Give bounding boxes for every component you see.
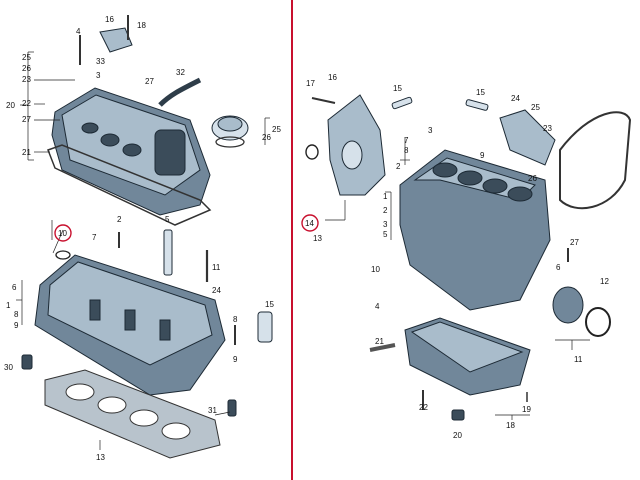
callout-r3b: 3 xyxy=(383,220,388,229)
panel-divider xyxy=(291,0,293,480)
callout-26: 26 xyxy=(22,64,31,73)
drain-plug-20 xyxy=(451,409,465,421)
leader-lines-left xyxy=(16,51,270,450)
callout-r14: 14 xyxy=(305,219,314,228)
callout-18: 18 xyxy=(137,21,146,30)
callout-2: 2 xyxy=(117,215,122,224)
callout-15: 15 xyxy=(265,300,274,309)
callout-r8: 8 xyxy=(404,146,409,155)
callout-30: 30 xyxy=(4,363,13,372)
camshaft-bracket xyxy=(99,27,133,53)
dowel-pipe-15 xyxy=(391,96,489,111)
callout-27b: 27 xyxy=(22,115,31,124)
callout-r10: 10 xyxy=(371,265,380,274)
callout-r2: 2 xyxy=(396,162,401,171)
callout-r12: 12 xyxy=(600,277,609,286)
callout-6: 6 xyxy=(12,283,17,292)
breather-hose xyxy=(158,77,202,107)
callout-r25: 25 xyxy=(531,103,540,112)
oil-pump-pipe xyxy=(369,343,396,352)
callout-9-right: 9 xyxy=(233,355,238,364)
callout-r23: 23 xyxy=(543,124,552,133)
callout-labels-left: 16 18 4 25 26 23 33 3 27 32 20 22 27 21 … xyxy=(4,15,281,462)
callout-8-right: 8 xyxy=(233,315,238,324)
callout-3: 3 xyxy=(96,71,101,80)
oil-filler-cap[interactable] xyxy=(211,115,249,148)
callout-r17: 17 xyxy=(306,79,315,88)
callout-5: 5 xyxy=(165,215,170,224)
callout-r20: 20 xyxy=(453,431,462,440)
callout-r18: 18 xyxy=(506,421,515,430)
callout-r27: 27 xyxy=(570,238,579,247)
callout-23: 23 xyxy=(22,75,31,84)
sensor-30 xyxy=(21,354,33,370)
callout-r2b: 2 xyxy=(383,206,388,215)
rear-seal-flange xyxy=(552,286,611,337)
callout-r24: 24 xyxy=(511,94,520,103)
callout-32: 32 xyxy=(176,68,185,77)
callout-r7: 7 xyxy=(404,136,409,145)
cylinder-block[interactable] xyxy=(399,149,551,311)
cylinder-head-cover[interactable] xyxy=(51,87,211,216)
callout-7: 7 xyxy=(92,233,97,242)
sensor-31 xyxy=(227,399,237,417)
callout-11: 11 xyxy=(212,263,221,272)
timing-cover[interactable] xyxy=(327,94,386,196)
highlight-circle-10 xyxy=(54,224,72,242)
callout-r5: 5 xyxy=(383,230,388,239)
callout-r21: 21 xyxy=(375,337,384,346)
callout-r11: 11 xyxy=(574,355,583,364)
callout-r9: 9 xyxy=(480,151,485,160)
callout-21: 21 xyxy=(22,148,31,157)
leader-lines-right xyxy=(325,138,590,420)
rear-cover-plate xyxy=(559,111,632,210)
callout-r15: 15 xyxy=(393,84,402,93)
pipe-15 xyxy=(257,311,273,343)
cylinder-head[interactable] xyxy=(34,254,226,396)
callout-27: 27 xyxy=(145,77,154,86)
callout-labels-right: 17 16 15 15 24 25 23 3 9 7 8 2 26 14 13 … xyxy=(305,73,609,440)
cover-gasket xyxy=(47,144,212,226)
callout-25: 25 xyxy=(22,53,31,62)
callout-31: 31 xyxy=(208,406,217,415)
callout-9: 9 xyxy=(14,321,19,330)
callout-1: 1 xyxy=(6,301,11,310)
callout-r6: 6 xyxy=(556,263,561,272)
head-gasket xyxy=(44,369,221,459)
seal-ring-10 xyxy=(55,250,71,260)
callout-r13: 13 xyxy=(313,234,322,243)
bolt-set-right xyxy=(311,97,569,410)
seal-ring-14 xyxy=(305,144,319,160)
callout-24: 24 xyxy=(212,286,221,295)
callout-r4: 4 xyxy=(375,302,380,311)
callout-r1: 1 xyxy=(383,192,388,201)
oil-pan[interactable] xyxy=(404,317,531,396)
callout-r19: 19 xyxy=(522,405,531,414)
callout-10: 10 xyxy=(58,229,67,238)
callout-r22: 22 xyxy=(419,403,428,412)
callout-26-right: 26 xyxy=(262,133,271,142)
fuel-injector xyxy=(163,229,173,276)
callout-r15b: 15 xyxy=(476,88,485,97)
callout-13: 13 xyxy=(96,453,105,462)
callout-4: 4 xyxy=(76,27,81,36)
callout-25-right: 25 xyxy=(272,125,281,134)
callout-22: 22 xyxy=(22,99,31,108)
bolt-set-left xyxy=(79,15,236,345)
highlight-circle-14 xyxy=(301,214,319,232)
callout-20: 20 xyxy=(6,101,15,110)
callout-r16: 16 xyxy=(328,73,337,82)
callout-r26: 26 xyxy=(528,174,537,183)
callout-8: 8 xyxy=(14,310,19,319)
callout-r3: 3 xyxy=(428,126,433,135)
callout-33: 33 xyxy=(96,57,105,66)
callout-16: 16 xyxy=(105,15,114,24)
engine-mount-bracket xyxy=(499,109,556,166)
